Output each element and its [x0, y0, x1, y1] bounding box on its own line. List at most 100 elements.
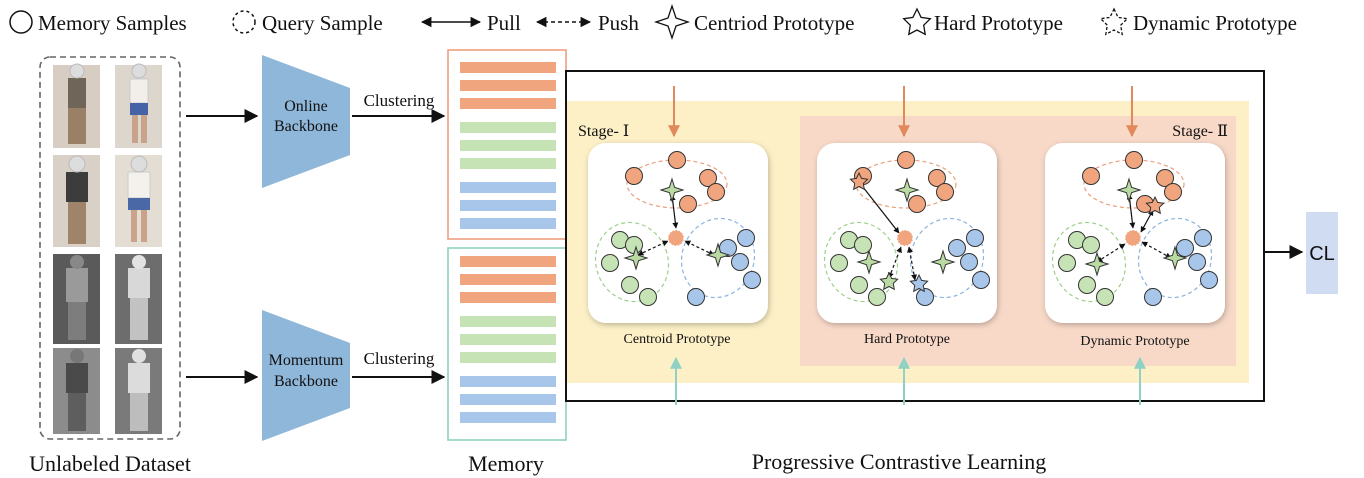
green-sample — [854, 236, 872, 254]
legend-memory-samples: Memory Samples — [38, 11, 187, 35]
centroid-prototype-icon — [894, 177, 920, 203]
query-sample-legend-icon — [232, 10, 256, 34]
orange-sample — [936, 183, 954, 201]
orange-sample — [1082, 167, 1100, 185]
person-image — [115, 348, 162, 434]
blue-sample — [960, 253, 978, 271]
stage1-label: Stage- Ⅰ — [578, 123, 629, 140]
person-image — [53, 155, 100, 247]
green-sample — [1082, 236, 1100, 254]
green-sample — [850, 276, 868, 294]
orange-sample — [668, 151, 686, 169]
memory-caption: Memory — [468, 451, 544, 476]
dataset-border — [39, 56, 181, 440]
query-sample — [896, 229, 914, 247]
person-image — [53, 63, 100, 148]
green-sample — [625, 236, 643, 254]
blue-sample — [1144, 288, 1162, 306]
centroid-prototype-icon — [856, 249, 882, 275]
memory-bank-online — [447, 49, 567, 240]
dynamic-panel-caption: Dynamic Prototype — [1080, 334, 1189, 349]
hard-panel-content — [823, 151, 990, 306]
green-sample — [830, 254, 848, 272]
dynamic-prototype-panel: Dynamic Prototype — [1045, 143, 1225, 349]
green-sample — [868, 288, 886, 306]
centroid-panel-content — [594, 151, 761, 306]
query-sample — [1124, 229, 1142, 247]
dataset-caption: Unlabeled Dataset — [29, 451, 191, 476]
clustering-label-top: Clustering — [364, 91, 435, 110]
person-image — [115, 63, 162, 148]
online-backbone-shape — [262, 55, 350, 188]
blue-sample — [972, 271, 990, 289]
pcl-outer-frame — [565, 70, 1265, 402]
legend-query-sample: Query Sample — [262, 11, 383, 35]
centroid-prototype-icon — [1116, 177, 1142, 203]
orange-sample — [625, 167, 643, 185]
person-image — [53, 254, 100, 344]
green-sample — [621, 276, 639, 294]
push-arrow — [1141, 241, 1172, 259]
query-sample — [667, 229, 685, 247]
orange-sample — [928, 169, 946, 187]
centroid-panel-caption: Centroid Prototype — [624, 332, 731, 347]
legend-push: Push — [598, 11, 639, 35]
blue-sample — [737, 229, 755, 247]
centroid-prototype-icon — [623, 245, 649, 271]
centroid-prototype-panel: Centroid Prototype — [588, 143, 768, 347]
momentum-backbone: Momentum Backbone — [262, 310, 350, 441]
centroid-prototype-legend-icon — [653, 3, 691, 41]
cl-box — [1306, 212, 1338, 294]
hard-panel-caption: Hard Prototype — [864, 332, 950, 347]
blue-sample — [1188, 253, 1206, 271]
hard-prototype-legend-icon — [902, 7, 932, 36]
blue-sample — [1200, 271, 1218, 289]
green-sample — [639, 288, 657, 306]
hard-prototype-icon — [879, 271, 899, 291]
online-backbone: Online Backbone — [262, 55, 350, 188]
legend-hard-prototype: Hard Prototype — [934, 11, 1063, 35]
legend-pull: Pull — [487, 11, 521, 35]
person-image — [115, 155, 162, 247]
person-image — [115, 254, 162, 344]
blue-sample — [743, 271, 761, 289]
green-sample — [1078, 276, 1096, 294]
orange-sample — [897, 151, 915, 169]
centroid-prototype-icon — [1084, 251, 1110, 277]
push-arrow — [637, 240, 669, 256]
blue-sample — [1176, 239, 1194, 257]
memory-sample-legend-icon — [9, 10, 33, 34]
orange-sample — [707, 183, 725, 201]
person-image — [53, 348, 100, 434]
blue-sample — [916, 288, 934, 306]
clustering-label-bottom: Clustering — [364, 349, 435, 368]
online-backbone-label-1: Online — [284, 98, 328, 115]
green-sample — [1096, 288, 1114, 306]
dynamic-panel-content — [1051, 151, 1218, 306]
orange-sample — [1125, 151, 1143, 169]
push-arrow — [888, 246, 902, 279]
legend-centroid-prototype: Centriod Prototype — [694, 11, 854, 35]
push-arrow — [1096, 243, 1126, 263]
cl-label: CL — [1309, 243, 1335, 265]
orange-sample — [699, 169, 717, 187]
centroid-prototype-icon — [1162, 245, 1188, 271]
pull-arrow — [1140, 209, 1154, 233]
momentum-backbone-shape — [262, 310, 350, 441]
memory-bank-momentum — [447, 247, 567, 441]
pull-arrow — [858, 181, 900, 234]
green-sample — [601, 254, 619, 272]
push-arrow — [907, 246, 917, 281]
legend: Memory Samples Query Sample Pull Push Ce… — [9, 3, 1297, 41]
green-sample — [1058, 254, 1076, 272]
unlabeled-dataset: Unlabeled Dataset — [29, 56, 191, 476]
dynamic-prototype-legend-icon — [1099, 7, 1129, 36]
legend-dynamic-prototype: Dynamic Prototype — [1133, 11, 1297, 35]
centroid-prototype-icon — [705, 242, 731, 268]
blue-sample — [731, 253, 749, 271]
stage2-label: Stage- Ⅱ — [1172, 123, 1228, 140]
centroid-prototype-icon — [930, 249, 956, 275]
blue-sample — [966, 229, 984, 247]
blue-sample — [948, 239, 966, 257]
